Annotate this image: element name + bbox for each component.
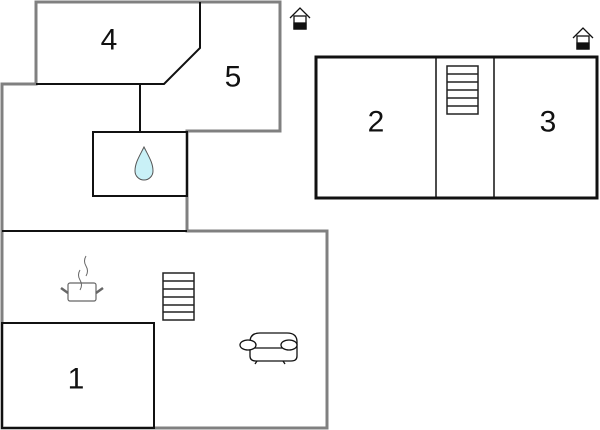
entrance-house-icon-annex <box>572 27 594 50</box>
annex-building-wall <box>314 55 599 200</box>
annex-stairs-icon <box>446 65 479 115</box>
main-building-outer-wall <box>0 0 329 430</box>
room-label-4: 4 <box>101 24 118 57</box>
entrance-house-icon <box>289 7 311 30</box>
water-drop-icon <box>134 145 154 181</box>
sofa-icon <box>239 332 298 365</box>
room-label-1: 1 <box>68 363 85 396</box>
room-label-2: 2 <box>368 106 385 139</box>
room-1-walls <box>1 322 155 429</box>
bathroom <box>92 131 188 197</box>
stairs-icon <box>162 272 195 321</box>
room-label-5: 5 <box>225 61 242 94</box>
wall-room-4-5 <box>36 2 201 85</box>
room-label-3: 3 <box>540 106 557 139</box>
kitchen-pot-icon <box>60 255 104 302</box>
